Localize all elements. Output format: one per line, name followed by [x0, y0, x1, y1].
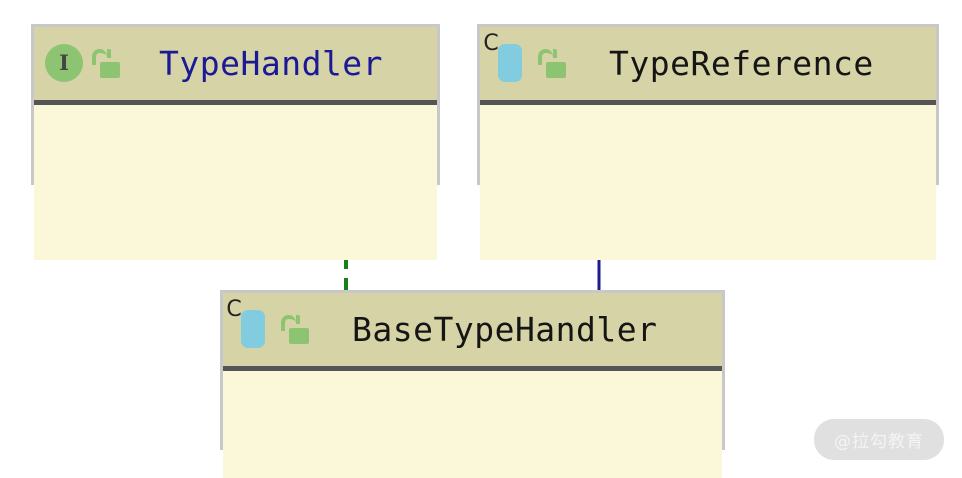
class-name-typehandler: TypeHandler	[159, 44, 384, 83]
class-members-basetypehandler	[223, 371, 722, 478]
class-members-typehandler	[34, 105, 437, 260]
watermark: @拉勾教育	[814, 419, 944, 460]
open-padlock-icon	[91, 48, 121, 80]
class-name-basetypehandler: BaseTypeHandler	[352, 310, 658, 349]
uml-class-typehandler[interactable]: I TypeHandler	[31, 24, 440, 260]
open-padlock-icon	[537, 48, 567, 80]
class-name-typereference: TypeReference	[609, 44, 874, 83]
interface-icon-letter: I	[45, 43, 83, 82]
uml-class-basetypehandler[interactable]: C BaseTypeHandler	[220, 290, 725, 478]
class-header-typereference: C TypeReference	[480, 27, 936, 105]
class-members-typereference	[480, 105, 936, 260]
uml-class-typereference[interactable]: C TypeReference	[477, 24, 939, 260]
interface-icon: I	[45, 43, 85, 84]
class-header-typehandler: I TypeHandler	[34, 27, 437, 105]
open-padlock-icon	[280, 314, 310, 346]
class-icon: C	[226, 298, 274, 350]
class-header-basetypehandler: C BaseTypeHandler	[223, 293, 722, 371]
class-icon: C	[483, 32, 531, 84]
